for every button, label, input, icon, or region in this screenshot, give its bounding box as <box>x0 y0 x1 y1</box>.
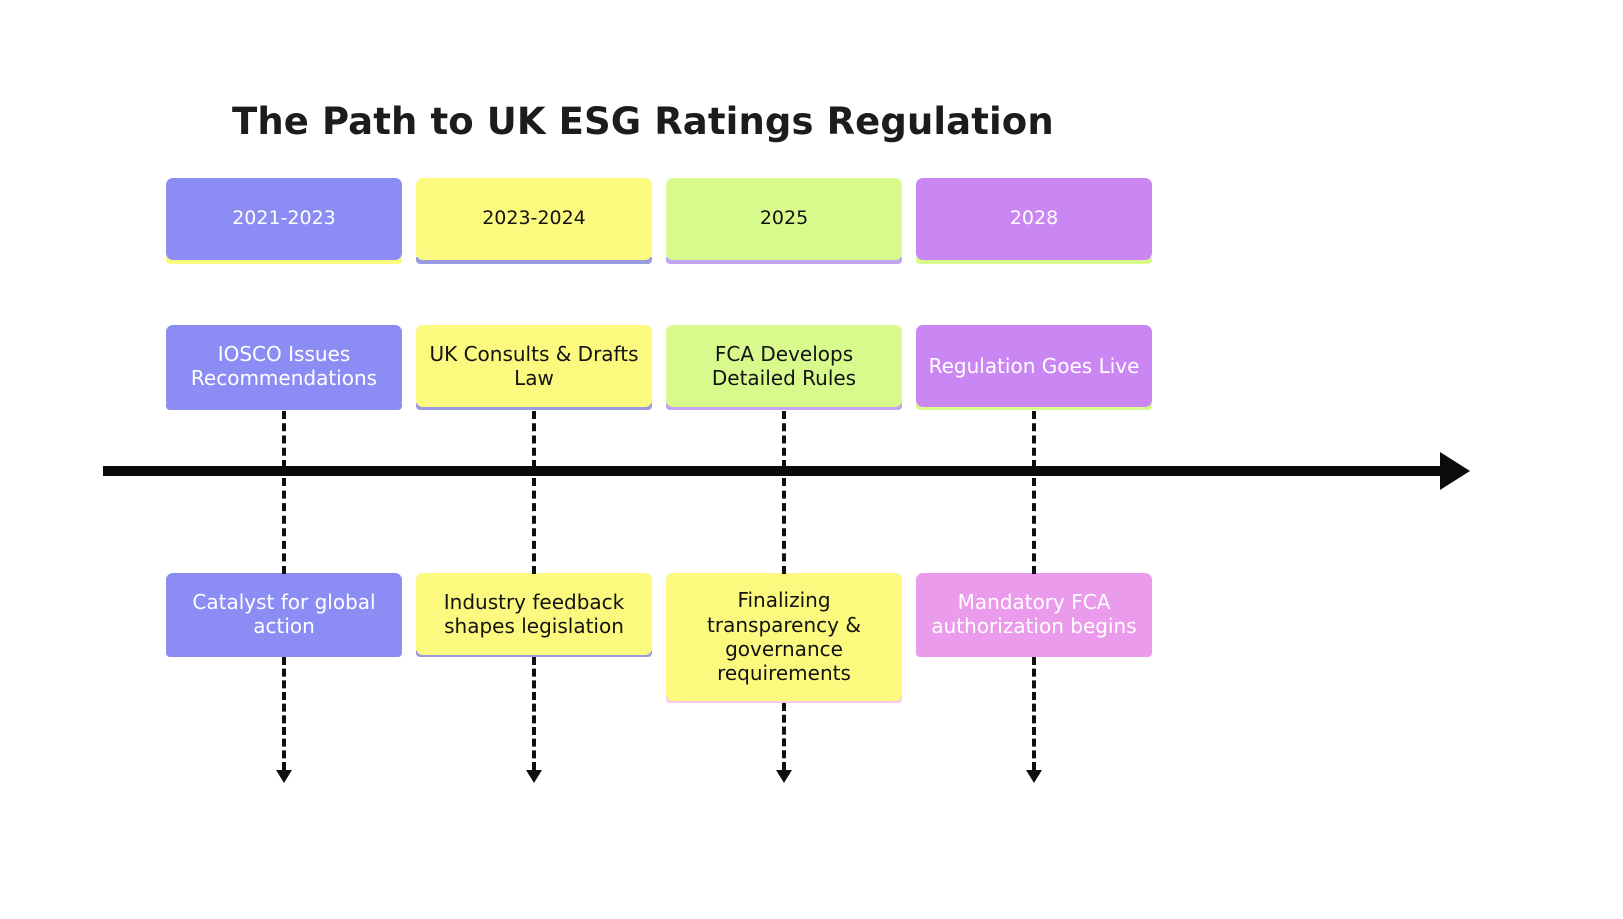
connector-event-axis-0 <box>282 411 286 468</box>
connector-arrowhead-1 <box>526 770 542 783</box>
period-label: 2028 <box>1009 207 1059 230</box>
detail-label: Catalyst for global action <box>192 589 376 638</box>
detail-box-mandatory-fca-authorization-begins[interactable]: Mandatory FCA authorization begins <box>916 573 1152 655</box>
period-strip-3 <box>916 257 1152 264</box>
timeline-axis-arrowhead <box>1440 452 1470 490</box>
period-box-2025[interactable]: 2025 <box>666 178 902 260</box>
event-box-fca-develops-detailed-rules[interactable]: FCA Develops Detailed Rules <box>666 325 902 407</box>
period-label: 2021-2023 <box>232 207 336 230</box>
period-strip-0 <box>166 257 402 264</box>
detail-box-catalyst-for-global-action[interactable]: Catalyst for global action <box>166 573 402 655</box>
connector-axis-detail-0 <box>282 478 286 574</box>
event-box-regulation-goes-live[interactable]: Regulation Goes Live <box>916 325 1152 407</box>
detail-box-industry-feedback-shapes-legislation[interactable]: Industry feedback shapes legislation <box>416 573 652 655</box>
detail-label: Industry feedback shapes legislation <box>443 589 625 638</box>
event-label: UK Consults & Drafts Law <box>429 341 639 390</box>
event-label: Regulation Goes Live <box>928 353 1140 378</box>
period-box-2021-2023[interactable]: 2021-2023 <box>166 178 402 260</box>
period-label: 2023-2024 <box>482 207 586 230</box>
connector-event-axis-2 <box>782 411 786 468</box>
connector-detail-end-3 <box>1032 657 1036 770</box>
detail-label: Finalizing transparency & governance req… <box>707 588 861 686</box>
period-box-2028[interactable]: 2028 <box>916 178 1152 260</box>
event-label: IOSCO Issues Recommendations <box>190 341 378 390</box>
connector-arrowhead-3 <box>1026 770 1042 783</box>
period-strip-2 <box>666 257 902 264</box>
detail-box-finalizing-transparency-governance-requirements[interactable]: Finalizing transparency & governance req… <box>666 573 902 701</box>
event-label: FCA Develops Detailed Rules <box>711 341 857 390</box>
connector-detail-end-2 <box>782 703 786 770</box>
detail-label: Mandatory FCA authorization begins <box>931 589 1137 638</box>
connector-arrowhead-0 <box>276 770 292 783</box>
diagram-title: The Path to UK ESG Ratings Regulation <box>232 100 1054 143</box>
event-box-uk-consults-drafts-law[interactable]: UK Consults & Drafts Law <box>416 325 652 407</box>
period-label: 2025 <box>759 207 809 230</box>
connector-axis-detail-1 <box>532 478 536 574</box>
period-box-2023-2024[interactable]: 2023-2024 <box>416 178 652 260</box>
connector-axis-detail-3 <box>1032 478 1036 574</box>
connector-arrowhead-2 <box>776 770 792 783</box>
connector-detail-end-0 <box>282 657 286 770</box>
connector-event-axis-1 <box>532 411 536 468</box>
event-box-iosco-issues-recommendations[interactable]: IOSCO Issues Recommendations <box>166 325 402 407</box>
connector-detail-end-1 <box>532 657 536 770</box>
connector-event-axis-3 <box>1032 411 1036 468</box>
period-strip-1 <box>416 257 652 264</box>
timeline-axis <box>103 466 1448 476</box>
connector-axis-detail-2 <box>782 478 786 574</box>
